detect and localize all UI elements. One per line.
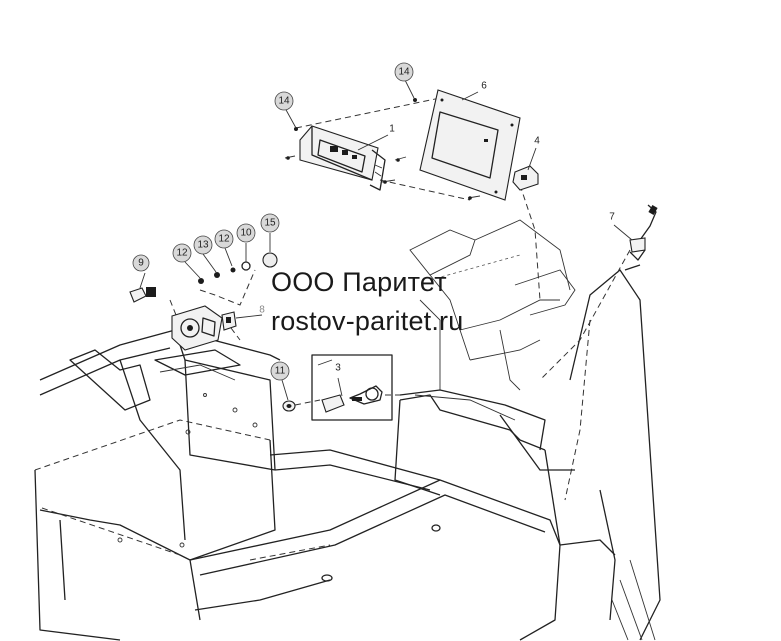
callout-leaders [139,79,633,401]
callouts: 1 3 4 6 7 8 9 10 11 12 12 13 14 14 15 [132,62,615,381]
callout-13-circle [193,235,213,255]
callout-14a-circle [274,91,294,111]
callout-11-circle [270,361,290,381]
callout-9-circle [132,254,150,272]
part-4-connector [512,165,539,191]
callout-9: 9 [138,258,144,269]
screws-14 [284,98,481,200]
callout-12b-circle [214,229,234,249]
callout-12b: 12 [218,234,230,245]
part-11-nut [282,400,296,412]
callout-11: 11 [275,366,286,377]
callout-12a: 12 [176,248,188,259]
watermark-website: rostov-paritet.ru [271,306,464,336]
part-1-display-module [299,125,386,191]
callout-8: 8 [259,305,265,316]
callout-3: 3 [335,363,341,374]
callout-4: 4 [534,136,540,147]
callout-14b: 14 [398,67,410,78]
part-6-mounting-plate [419,89,521,201]
left-console-parts [129,252,278,351]
part-3-subassembly [311,354,393,421]
callout-10: 10 [240,228,252,239]
assembly-leaders [169,97,631,406]
part-7-sensor [629,204,658,261]
callout-14a: 14 [278,96,290,107]
callout-15: 15 [264,218,276,229]
callout-10-circle [236,223,256,243]
callout-14b-circle [394,62,414,82]
callout-15-circle [260,213,280,233]
watermark-company: ООО Паритет [271,267,447,297]
callout-6: 6 [481,81,487,92]
callout-7: 7 [609,212,615,223]
callout-1: 1 [389,124,395,135]
callout-12a-circle [172,243,192,263]
callout-13: 13 [197,240,209,251]
